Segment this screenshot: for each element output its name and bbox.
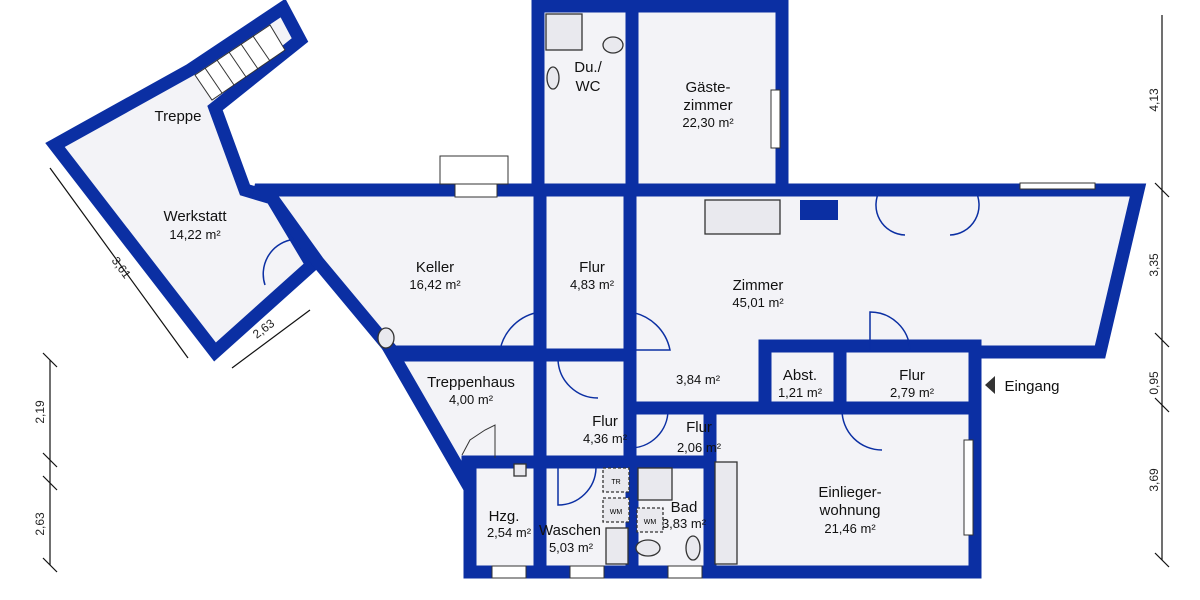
svg-text:TR: TR <box>611 479 620 486</box>
staircase <box>194 24 496 458</box>
label-waschen: Waschen <box>539 522 601 539</box>
sink-icon <box>546 66 560 90</box>
toilet-icon <box>685 535 701 561</box>
area-zimmer-sub: 3,84 m² <box>676 372 721 387</box>
window <box>770 89 781 149</box>
label-einlieger-2: wohnung <box>819 502 881 519</box>
label-einlieger: Einlieger- <box>818 484 881 501</box>
sink-icon <box>635 539 661 557</box>
window <box>491 565 527 579</box>
door <box>629 311 671 351</box>
dim-right-2: 3,35 <box>1147 253 1161 277</box>
label-du-wc: Du./ <box>574 59 602 76</box>
label-zimmer: Zimmer <box>733 277 784 294</box>
dim-left-2: 2,63 <box>33 512 47 536</box>
door <box>499 311 541 351</box>
area-hzg: 2,54 m² <box>487 525 532 540</box>
area-flur-3: 2,06 m² <box>677 440 722 455</box>
label-treppe: Treppe <box>155 108 202 125</box>
washer-icon: WM <box>636 507 664 533</box>
label-flur-3: Flur <box>686 419 712 436</box>
area-gaeste: 22,30 m² <box>682 115 734 130</box>
dryer-icon: TR <box>602 467 630 493</box>
label-flur-2: Flur <box>592 413 618 430</box>
area-bad: 3,83 m² <box>662 516 707 531</box>
dim-left-1: 2,19 <box>33 400 47 424</box>
label-bad: Bad <box>671 499 698 516</box>
area-flur-2: 4,36 m² <box>583 431 628 446</box>
boiler-icon <box>377 327 395 349</box>
shower-icon <box>637 467 673 501</box>
svg-text:WM: WM <box>644 519 657 526</box>
label-flur-4: Flur <box>899 367 925 384</box>
chimney-icon <box>800 200 838 220</box>
area-zimmer: 45,01 m² <box>732 295 784 310</box>
label-flur-1: Flur <box>579 259 605 276</box>
window <box>963 439 974 536</box>
door <box>841 409 883 451</box>
shower-icon <box>545 13 583 51</box>
label-du-wc-2: WC <box>576 78 601 95</box>
window <box>439 155 509 185</box>
area-flur-4: 2,79 m² <box>890 385 935 400</box>
label-gaeste: Gäste- <box>685 79 730 96</box>
toilet-icon <box>602 36 624 54</box>
window <box>569 565 605 579</box>
dim-right-4: 3,69 <box>1147 468 1161 492</box>
window <box>454 182 498 198</box>
label-treppenhaus: Treppenhaus <box>427 374 515 391</box>
heater-icon <box>513 463 527 477</box>
washer-icon: WM <box>602 497 630 523</box>
door <box>875 189 980 236</box>
door <box>629 409 669 449</box>
svg-text:WM: WM <box>610 509 623 516</box>
room-werkstatt <box>45 0 321 362</box>
window <box>667 565 703 579</box>
room-einliegerwohnung <box>703 401 982 579</box>
dim-right-1: 4,13 <box>1147 88 1161 112</box>
label-abst: Abst. <box>783 367 817 384</box>
sink-icon <box>605 527 629 565</box>
label-hzg: Hzg. <box>489 508 520 525</box>
area-keller: 16,42 m² <box>409 277 461 292</box>
area-einlieger: 21,46 m² <box>824 521 876 536</box>
label-eingang: Eingang <box>1004 378 1059 395</box>
kitchen-counter <box>714 461 738 565</box>
room-gaestezimmer <box>625 0 789 197</box>
label-keller: Keller <box>416 259 454 276</box>
area-waschen: 5,03 m² <box>549 540 594 555</box>
area-flur-1: 4,83 m² <box>570 277 615 292</box>
area-treppenhaus: 4,00 m² <box>449 392 494 407</box>
window <box>1019 182 1096 190</box>
area-werkstatt: 14,22 m² <box>169 227 221 242</box>
fireplace-icon <box>704 199 781 235</box>
area-abst: 1,21 m² <box>778 385 823 400</box>
door <box>262 239 291 286</box>
label-gaeste-2: zimmer <box>683 97 732 114</box>
door <box>557 467 597 506</box>
door <box>557 359 599 399</box>
door <box>869 311 911 351</box>
dim-right-3: 0,95 <box>1147 371 1161 395</box>
room-flur-1 <box>533 183 637 362</box>
entrance-arrow-icon <box>985 376 995 394</box>
label-werkstatt: Werkstatt <box>163 208 227 225</box>
